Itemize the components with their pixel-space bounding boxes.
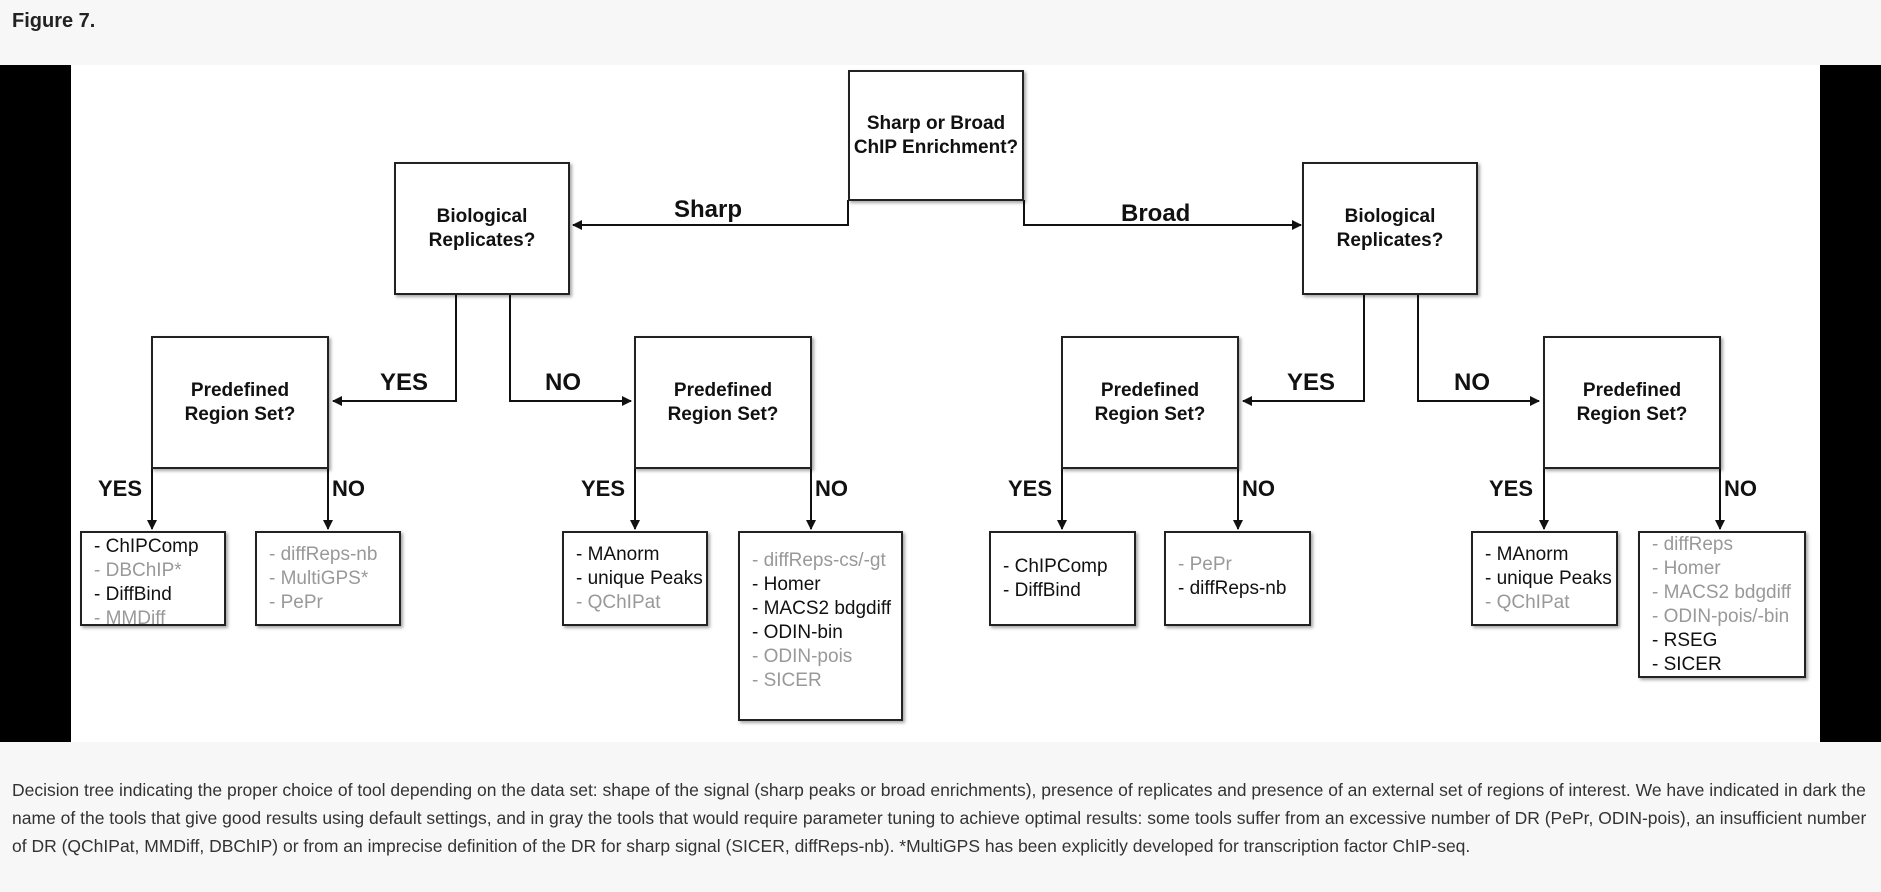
tool-item: - MACS2 bdgdiff <box>752 598 892 619</box>
tool-item: - SICER <box>752 670 822 691</box>
tool-item: - diffReps-nb <box>1178 578 1287 599</box>
bio-line1: Biological <box>1344 205 1436 227</box>
broad-biological-replicates-box: Biological Replicates? <box>1302 162 1478 295</box>
tool-list-box: - MAnorm - unique Peaks - QChIPat <box>1471 531 1618 626</box>
figure-caption: Decision tree indicating the proper choi… <box>12 780 1867 856</box>
tool-item: - MMDiff <box>94 608 166 629</box>
decision-tree-diagram: Sharp or Broad ChIP Enrichment? Sharp Br… <box>71 65 1820 742</box>
region-line1: Predefined <box>1100 379 1200 401</box>
tool-item: - ODIN-pois <box>752 646 853 667</box>
tool-item: - DiffBind <box>94 584 172 605</box>
region-line2: Region Set? <box>667 403 779 425</box>
leaf-no-label-1: NO <box>332 476 365 501</box>
tool-item: - ODIN-pois/-bin <box>1652 606 1790 627</box>
bio-line2: Replicates? <box>428 229 536 251</box>
tool-item: - SICER <box>1652 654 1722 675</box>
tool-list-box: - diffReps-nb - MultiGPS* - PePr <box>255 531 401 626</box>
tool-item: - DiffBind <box>1003 580 1081 601</box>
edge-broad-no <box>1417 294 1540 406</box>
tool-item: - ChIPComp <box>94 536 199 557</box>
region-line1: Predefined <box>673 379 773 401</box>
tool-list-box: - PePr - diffReps-nb <box>1164 531 1311 626</box>
leaf-no-label-4: NO <box>1724 476 1757 501</box>
tool-item: - PePr <box>1178 554 1232 575</box>
region-set-box-2: Predefined Region Set? <box>634 336 812 469</box>
region-line1: Predefined <box>1582 379 1682 401</box>
figure-label: Figure 7. <box>12 10 96 32</box>
tool-item: - unique Peaks <box>576 568 703 589</box>
tool-item: - diffReps-nb <box>269 544 378 565</box>
region-line2: Region Set? <box>1576 403 1688 425</box>
tool-list-box: - diffReps - Homer - MACS2 bdgdiff - ODIN-p… <box>1638 531 1806 678</box>
tool-item: - MultiGPS* <box>269 568 369 589</box>
tool-item: - MACS2 bdgdiff <box>1652 582 1792 603</box>
tool-item: - PePr <box>269 592 323 613</box>
region-set-box-1: Predefined Region Set? <box>151 336 329 469</box>
tool-item: - RSEG <box>1652 630 1718 651</box>
broad-no-label: NO <box>1454 369 1490 396</box>
leaf-yes-label-2: YES <box>581 476 626 501</box>
sharp-branch-label: Sharp <box>674 196 743 223</box>
tool-item: - DBChIP* <box>94 560 182 581</box>
tool-item: - unique Peaks <box>1485 568 1612 589</box>
edge-sharp-yes <box>332 294 457 406</box>
tool-item: - MAnorm <box>1485 544 1569 565</box>
root-question-line1: Sharp or Broad <box>866 112 1006 134</box>
region-line2: Region Set? <box>1094 403 1206 425</box>
edge-sharp-no <box>509 294 632 406</box>
root-question-box: Sharp or Broad ChIP Enrichment? <box>848 70 1024 201</box>
tool-item: - diffReps <box>1652 534 1733 555</box>
tool-item: - MAnorm <box>576 544 660 565</box>
tool-item: - ChIPComp <box>1003 556 1108 577</box>
leaf-yes-label-4: YES <box>1489 476 1534 501</box>
tool-item: - diffReps-cs/-gt <box>752 550 886 571</box>
tool-item: - QChIPat <box>576 592 661 613</box>
leaf-yes-label-1: YES <box>98 476 143 501</box>
region-line2: Region Set? <box>184 403 296 425</box>
leaf-no-label-2: NO <box>815 476 848 501</box>
region-set-box-3: Predefined Region Set? <box>1061 336 1239 469</box>
sharp-biological-replicates-box: Biological Replicates? <box>394 162 570 295</box>
tool-item: - Homer <box>1652 558 1721 579</box>
tool-list-box: - ChIPComp - DiffBind <box>989 531 1136 626</box>
tool-list-box: - diffReps-cs/-gt - Homer - MACS2 bdgdiff -… <box>738 531 903 721</box>
sharp-yes-label: YES <box>380 369 429 396</box>
tool-list-box: - MAnorm - unique Peaks - QChIPat <box>562 531 708 626</box>
edge-root-to-broad <box>1023 200 1302 230</box>
tool-item: - Homer <box>752 574 821 595</box>
tool-item: - QChIPat <box>1485 592 1570 613</box>
bio-line2: Replicates? <box>1336 229 1444 251</box>
leaf-no-label-3: NO <box>1242 476 1275 501</box>
broad-branch-label: Broad <box>1121 200 1191 227</box>
sharp-no-label: NO <box>545 369 581 396</box>
bio-line1: Biological <box>436 205 528 227</box>
root-question-line2: ChIP Enrichment? <box>853 136 1019 158</box>
connector-lines <box>147 200 1725 530</box>
region-set-box-4: Predefined Region Set? <box>1543 336 1721 469</box>
leaf-yes-label-3: YES <box>1008 476 1053 501</box>
tool-list-box: - ChIPComp - DBChIP* - DiffBind - MMDiff <box>80 531 226 629</box>
tool-item: - ODIN-bin <box>752 622 843 643</box>
edge-broad-yes <box>1242 294 1365 406</box>
broad-yes-label: YES <box>1287 369 1336 396</box>
region-line1: Predefined <box>190 379 290 401</box>
edge-root-to-sharp <box>572 200 849 230</box>
